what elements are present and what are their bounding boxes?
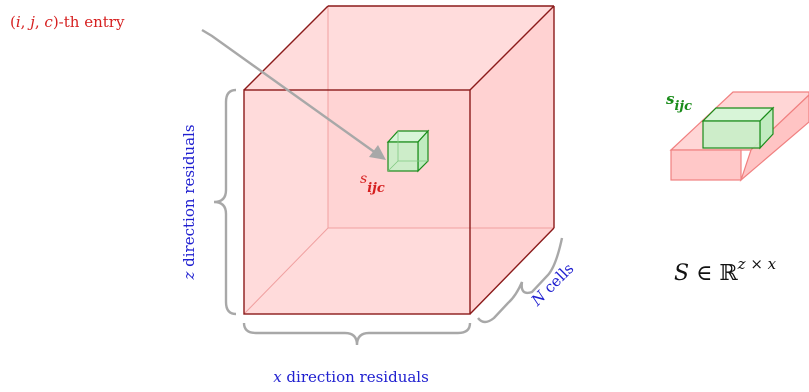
z-axis-label: z direction residuals <box>180 124 198 280</box>
cube-right-face <box>470 6 554 314</box>
cube-edge-tl <box>243 5 329 91</box>
cell-cube <box>386 129 430 173</box>
x-axis-label: x direction residuals <box>273 368 429 386</box>
slice-front <box>670 149 742 181</box>
cube-front-edges <box>243 89 471 315</box>
set-membership: S ∈ ℝz × x <box>674 255 777 286</box>
cube-hidden-edge-3 <box>243 227 329 315</box>
slice-label: sijc <box>666 90 692 114</box>
cube-edge-tr <box>469 5 555 91</box>
entry-label: (i, j, c)-th entry <box>10 13 125 31</box>
cell-hidden-3 <box>387 160 399 172</box>
x-brace <box>242 322 472 346</box>
entry-arrow <box>201 28 386 160</box>
slice-right <box>739 94 809 182</box>
slice-cell-front <box>702 120 761 149</box>
cell-label: sijc <box>360 171 385 196</box>
cube-edge-br <box>469 227 555 315</box>
z-brace <box>213 88 237 316</box>
main-cube <box>243 5 555 315</box>
n-brace <box>477 237 564 324</box>
cube-front-face <box>244 90 470 314</box>
cube-top-face <box>244 6 554 90</box>
slice-prism <box>669 91 809 182</box>
